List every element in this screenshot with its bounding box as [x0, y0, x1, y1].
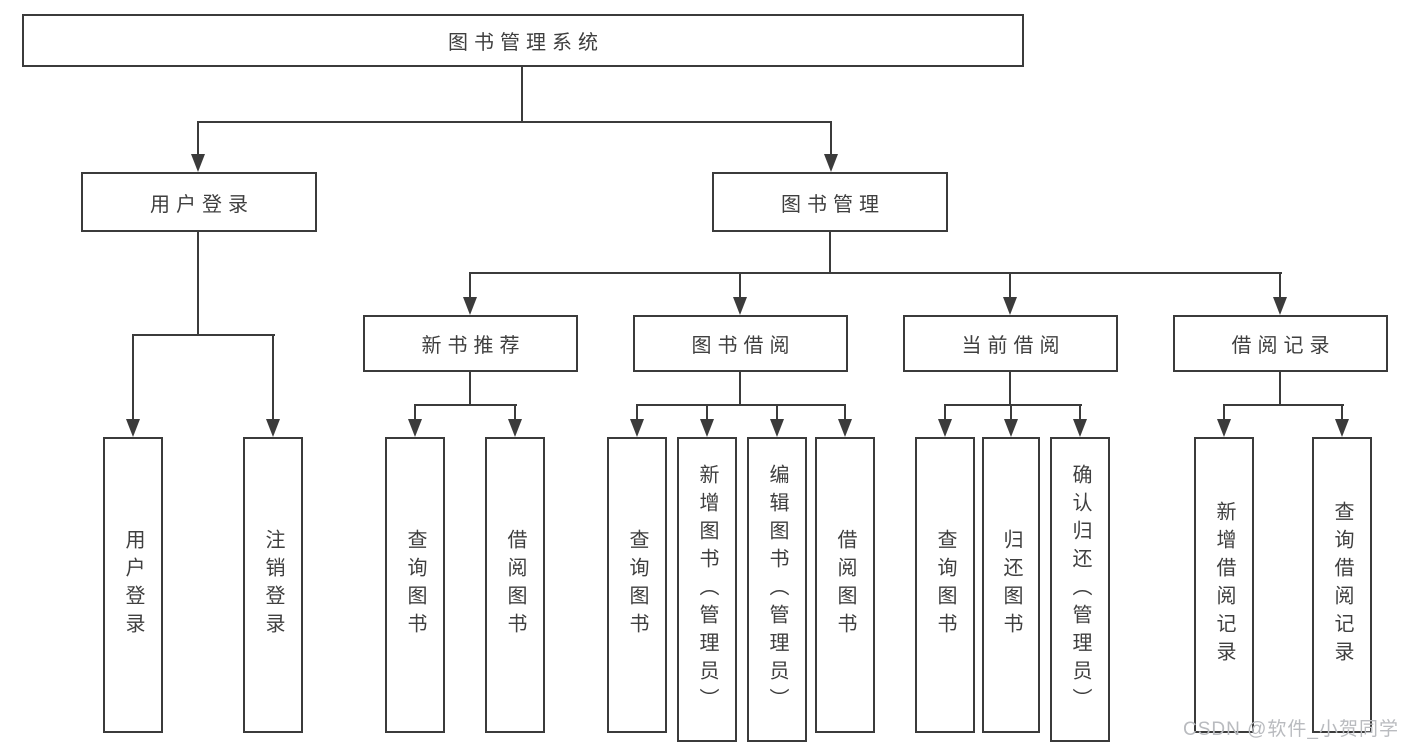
- arrowhead-down-icon: [1073, 419, 1087, 437]
- arrowhead-down-icon: [1217, 419, 1231, 437]
- arrowhead-down-icon: [126, 419, 140, 437]
- connector-line: [944, 404, 1082, 406]
- connector-line: [1009, 272, 1011, 297]
- arrowhead-down-icon: [733, 297, 747, 315]
- arrowhead-down-icon: [1003, 297, 1017, 315]
- leaf-current-query-books: 查询图书: [915, 437, 975, 733]
- connector-line: [469, 372, 471, 406]
- node-user-login: 用户登录: [81, 172, 317, 232]
- connector-line: [829, 232, 831, 274]
- connector-line: [132, 334, 134, 419]
- arrowhead-down-icon: [463, 297, 477, 315]
- connector-line: [514, 404, 516, 419]
- connector-line: [132, 334, 275, 336]
- connector-line: [1279, 372, 1281, 406]
- arrowhead-down-icon: [938, 419, 952, 437]
- connector-line: [776, 404, 778, 419]
- connector-line: [414, 404, 517, 406]
- connector-line: [197, 121, 832, 123]
- leaf-current-confirm-return-admin: 确认归还（管理员）: [1050, 437, 1110, 742]
- node-new-book-recommend: 新书推荐: [363, 315, 578, 372]
- leaf-newrec-borrow-books: 借阅图书: [485, 437, 545, 733]
- leaf-borrow-borrow-books: 借阅图书: [815, 437, 875, 733]
- arrowhead-down-icon: [630, 419, 644, 437]
- connector-line: [636, 404, 638, 419]
- node-book-borrow: 图书借阅: [633, 315, 848, 372]
- node-book-management: 图书管理: [712, 172, 948, 232]
- arrowhead-down-icon: [191, 154, 205, 172]
- leaf-records-query-record: 查询借阅记录: [1312, 437, 1372, 733]
- connector-line: [706, 404, 708, 419]
- arrowhead-down-icon: [1335, 419, 1349, 437]
- connector-line: [469, 272, 1282, 274]
- leaf-logout: 注销登录: [243, 437, 303, 733]
- connector-line: [414, 404, 416, 419]
- node-current-borrow: 当前借阅: [903, 315, 1118, 372]
- node-root-system: 图书管理系统: [22, 14, 1024, 67]
- connector-line: [739, 272, 741, 297]
- leaf-records-add-record: 新增借阅记录: [1194, 437, 1254, 733]
- connector-line: [1223, 404, 1344, 406]
- connector-line: [521, 67, 523, 123]
- connector-line: [197, 232, 199, 336]
- connector-line: [1009, 372, 1011, 406]
- connector-line: [830, 121, 832, 155]
- leaf-current-return-books: 归还图书: [982, 437, 1040, 733]
- arrowhead-down-icon: [1273, 297, 1287, 315]
- arrowhead-down-icon: [824, 154, 838, 172]
- arrowhead-down-icon: [700, 419, 714, 437]
- leaf-user-login: 用户登录: [103, 437, 163, 733]
- connector-line: [739, 372, 741, 406]
- connector-line: [1223, 404, 1225, 419]
- leaf-newrec-query-books: 查询图书: [385, 437, 445, 733]
- connector-line: [1279, 272, 1281, 297]
- connector-line: [197, 121, 199, 155]
- connector-line: [636, 404, 846, 406]
- connector-line: [944, 404, 946, 419]
- leaf-borrow-edit-books-admin: 编辑图书（管理员）: [747, 437, 807, 742]
- connector-line: [1010, 404, 1012, 419]
- leaf-borrow-query-books: 查询图书: [607, 437, 667, 733]
- csdn-watermark: CSDN @软件_小贺同学: [1183, 719, 1399, 740]
- arrowhead-down-icon: [508, 419, 522, 437]
- arrowhead-down-icon: [266, 419, 280, 437]
- connector-line: [272, 334, 274, 419]
- arrowhead-down-icon: [408, 419, 422, 437]
- connector-line: [469, 272, 471, 297]
- node-borrow-records: 借阅记录: [1173, 315, 1388, 372]
- leaf-borrow-add-books-admin: 新增图书（管理员）: [677, 437, 737, 742]
- connector-line: [1341, 404, 1343, 419]
- arrowhead-down-icon: [770, 419, 784, 437]
- connector-line: [844, 404, 846, 419]
- arrowhead-down-icon: [1004, 419, 1018, 437]
- connector-line: [1079, 404, 1081, 419]
- arrowhead-down-icon: [838, 419, 852, 437]
